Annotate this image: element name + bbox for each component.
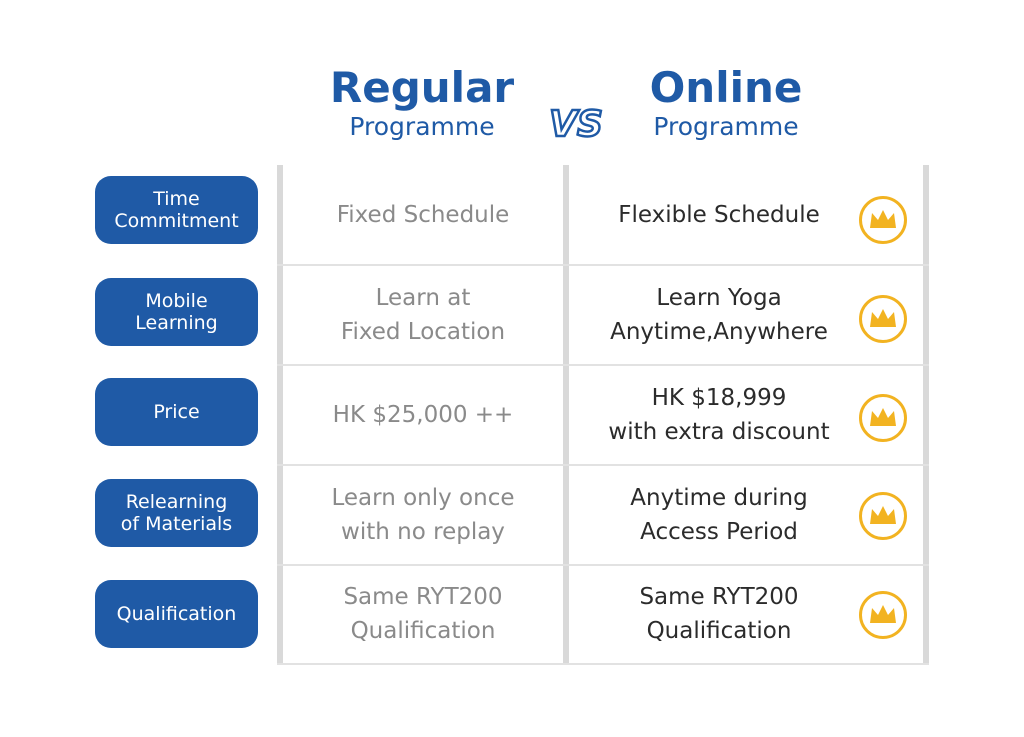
online-subtitle: Programme xyxy=(653,112,799,141)
row-divider xyxy=(277,464,929,466)
table-divider xyxy=(563,165,569,665)
row-label-qualification: Qualification xyxy=(95,580,258,648)
table-divider xyxy=(923,165,929,665)
regular-cell: HK $25,000 ++ xyxy=(332,401,514,428)
row-divider xyxy=(277,364,929,366)
row-label-price: Price xyxy=(95,378,258,446)
online-cell: Anytime during Access Period xyxy=(630,484,808,545)
regular-cell: Same RYT200 Qualification xyxy=(343,584,503,644)
crown-icon xyxy=(859,591,907,639)
table-divider xyxy=(277,165,283,665)
row-label-mobile-learning: Mobile Learning xyxy=(95,278,258,346)
row-label-time-commitment: Time Commitment xyxy=(95,176,258,244)
regular-programme-header: Regular Programme xyxy=(282,66,562,142)
crown-icon xyxy=(859,295,907,343)
online-cell: Same RYT200 Qualification xyxy=(639,584,799,644)
vs-icon: VS xyxy=(548,103,604,146)
regular-subtitle: Programme xyxy=(349,112,495,141)
online-cell: Flexible Schedule xyxy=(618,201,820,228)
regular-cell: Fixed Schedule xyxy=(336,201,510,228)
row-label-relearning: Relearning of Materials xyxy=(95,479,258,547)
row-divider xyxy=(277,264,929,266)
vs-text: VS xyxy=(549,104,603,145)
row-divider xyxy=(277,663,929,665)
comparison-table: Fixed Schedule Flexible Schedule Learn a… xyxy=(277,165,929,665)
online-programme-header: Online Programme xyxy=(566,66,886,142)
crown-icon xyxy=(859,394,907,442)
online-cell: HK $18,999 with extra discount xyxy=(608,384,830,445)
online-cell: Learn Yoga Anytime,Anywhere xyxy=(610,284,828,345)
row-divider xyxy=(277,564,929,566)
online-title: Online xyxy=(649,63,803,112)
regular-title: Regular xyxy=(329,63,515,112)
regular-cell: Learn at Fixed Location xyxy=(340,284,506,345)
regular-cell: Learn only once with no replay xyxy=(331,484,515,545)
crown-icon xyxy=(859,196,907,244)
crown-icon xyxy=(859,492,907,540)
